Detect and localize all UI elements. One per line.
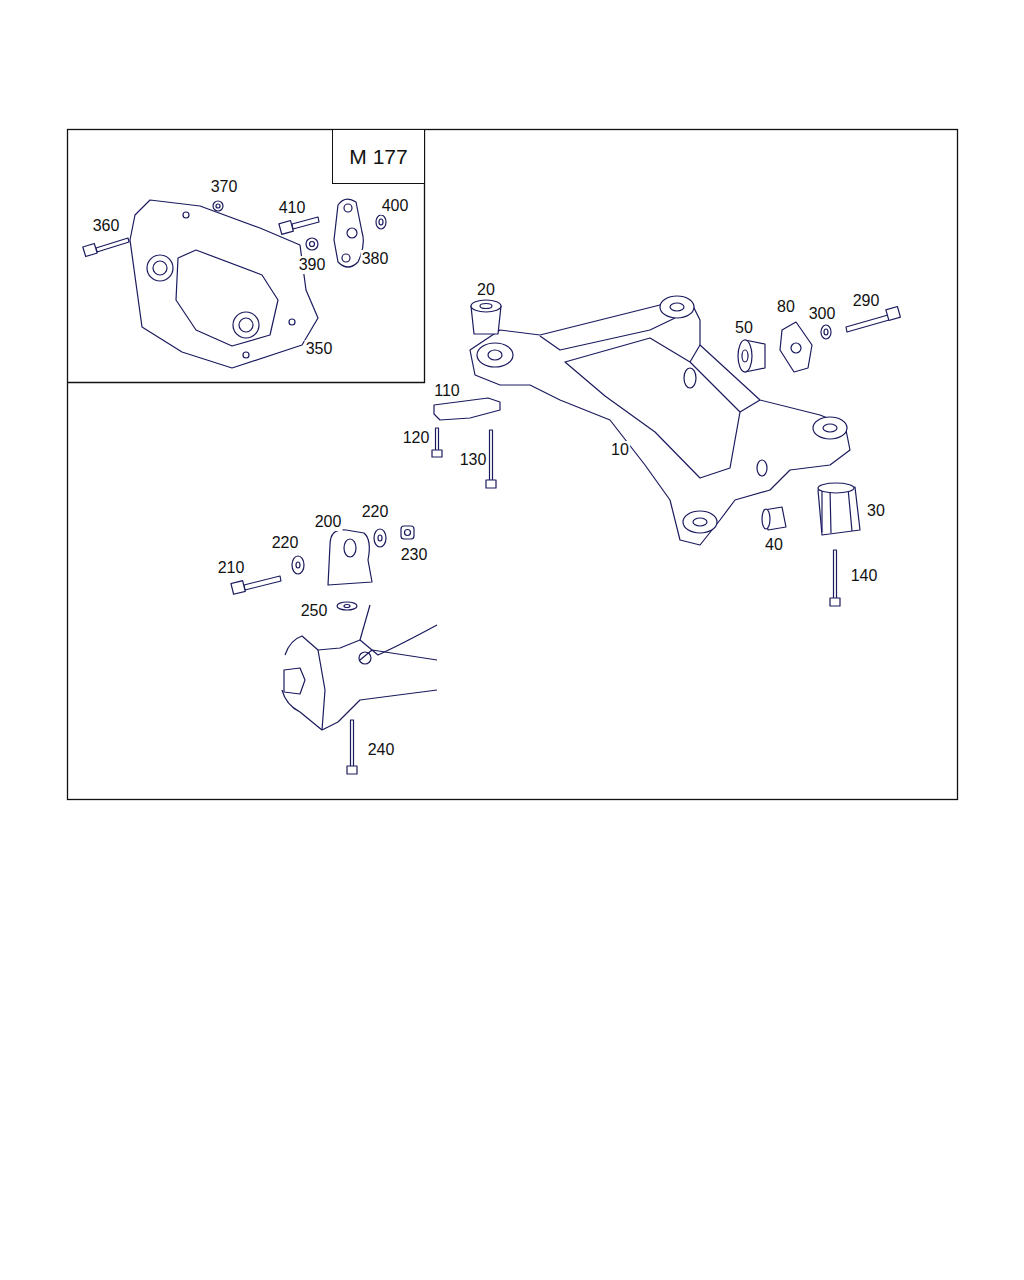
callout-number: 390 — [298, 256, 327, 274]
callout-number: 120 — [402, 429, 431, 447]
bushing — [738, 340, 765, 372]
callout-number: 400 — [381, 197, 410, 215]
callout-number: 20 — [476, 281, 496, 299]
axle-carrier — [282, 605, 437, 730]
bracket — [334, 199, 363, 267]
callout-number: 380 — [361, 250, 390, 268]
callout-number: 370 — [210, 178, 239, 196]
callout-number: 350 — [305, 340, 334, 358]
callout-number: 80 — [776, 298, 796, 316]
washer — [374, 529, 386, 547]
engine-mount — [328, 530, 372, 585]
inset-frame — [68, 130, 425, 383]
washer — [337, 602, 357, 610]
callout-number: 210 — [217, 559, 246, 577]
nut — [213, 201, 223, 211]
bushing — [762, 507, 786, 530]
nut — [306, 238, 318, 250]
bracket — [780, 322, 812, 372]
bolt — [846, 307, 900, 332]
bolt — [279, 217, 319, 234]
cover-plate — [130, 200, 318, 368]
callout-number: 140 — [850, 567, 879, 585]
subframe — [470, 296, 850, 545]
callout-number: 110 — [433, 382, 461, 400]
washer — [821, 325, 831, 339]
callout-number: 220 — [361, 503, 390, 521]
callout-number: 200 — [314, 513, 343, 531]
callout-number: 10 — [610, 441, 630, 459]
bolt — [347, 720, 357, 774]
callout-number: 290 — [852, 292, 881, 310]
bolt — [830, 550, 840, 606]
model-code: M 177 — [349, 145, 407, 169]
callout-number: 250 — [300, 602, 329, 620]
callout-number: 410 — [278, 199, 307, 217]
nut — [401, 526, 414, 539]
callout-number: 50 — [734, 319, 754, 337]
callout-number: 40 — [764, 536, 784, 554]
callout-number: 220 — [271, 534, 300, 552]
bolt — [486, 430, 496, 488]
bolt — [231, 576, 281, 594]
washer — [376, 215, 386, 229]
callout-number: 130 — [459, 451, 488, 469]
callout-number: 360 — [92, 217, 121, 235]
callout-number: 30 — [866, 502, 886, 520]
bushing — [471, 300, 501, 334]
callout-number: 240 — [367, 741, 396, 759]
outer-frame — [68, 130, 958, 800]
bushing — [818, 483, 860, 535]
callout-number: 230 — [400, 546, 429, 564]
callout-number: 300 — [808, 305, 837, 323]
bolt — [432, 428, 442, 457]
bolt — [83, 238, 129, 257]
washer — [292, 556, 304, 574]
model-box: M 177 — [332, 129, 425, 184]
bracket — [434, 398, 500, 420]
